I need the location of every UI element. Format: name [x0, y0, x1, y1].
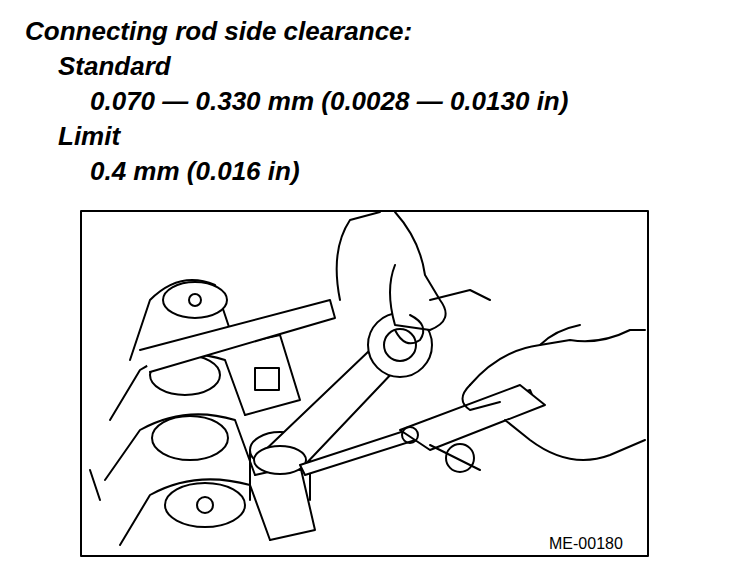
- spec-label: Limit: [58, 121, 120, 151]
- spec-value: 0.4 mm (0.016 in): [90, 156, 300, 186]
- hand: [463, 325, 646, 460]
- figure-frame: [81, 211, 648, 556]
- feeler-gauge: [300, 385, 545, 475]
- connecting-rods: [90, 300, 335, 500]
- hand: [337, 212, 490, 343]
- spec-label: Standard: [58, 51, 171, 81]
- figure-code: ME-00180: [547, 535, 625, 553]
- spec-value: 0.070 — 0.330 mm (0.0028 — 0.0130 in): [90, 86, 568, 116]
- connecting-rod: [254, 313, 432, 474]
- heading: Connecting rod side clearance:: [25, 16, 412, 46]
